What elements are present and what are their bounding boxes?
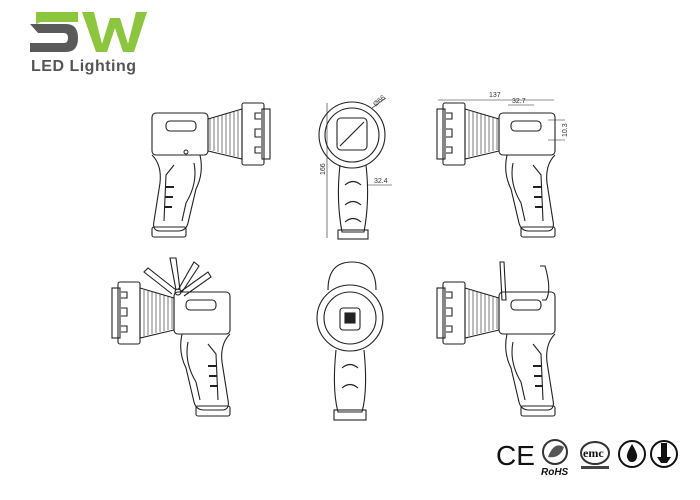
dim-grip-width: 32.4 — [374, 178, 388, 185]
waterproof-icon — [618, 440, 646, 468]
svg-text:emc: emc — [583, 446, 604, 460]
sw-logo-icon — [30, 12, 147, 52]
front-view — [318, 97, 392, 240]
side-view-right — [151, 102, 271, 238]
brand-tagline: LED Lighting — [31, 58, 137, 75]
dim-top-height: 10.3 — [562, 123, 569, 137]
switch-button — [183, 149, 189, 155]
impact-resistant-icon — [650, 440, 678, 468]
dim-diameter: Ø66 — [372, 94, 387, 108]
dim-height: 166 — [320, 163, 327, 175]
rohs-label: RoHS — [541, 467, 569, 478]
dim-length: 137 — [489, 92, 501, 99]
side-view-left — [436, 102, 556, 238]
dim-top-width: 32.7 — [512, 98, 526, 105]
dimension-lines — [438, 99, 565, 141]
folding-fins — [143, 257, 212, 297]
svg-text:CE: CE — [496, 440, 535, 471]
back-view — [316, 261, 384, 421]
certification-bar: CE RoHS emc — [496, 439, 678, 478]
side-view-cover-open — [436, 281, 556, 417]
emc-icon: emc — [580, 441, 610, 469]
brand-logo — [28, 10, 148, 60]
side-view-fins-open — [111, 281, 231, 417]
rohs-icon: RoHS — [541, 439, 569, 478]
open-cover — [499, 261, 550, 301]
ce-mark-icon: CE — [496, 440, 535, 471]
